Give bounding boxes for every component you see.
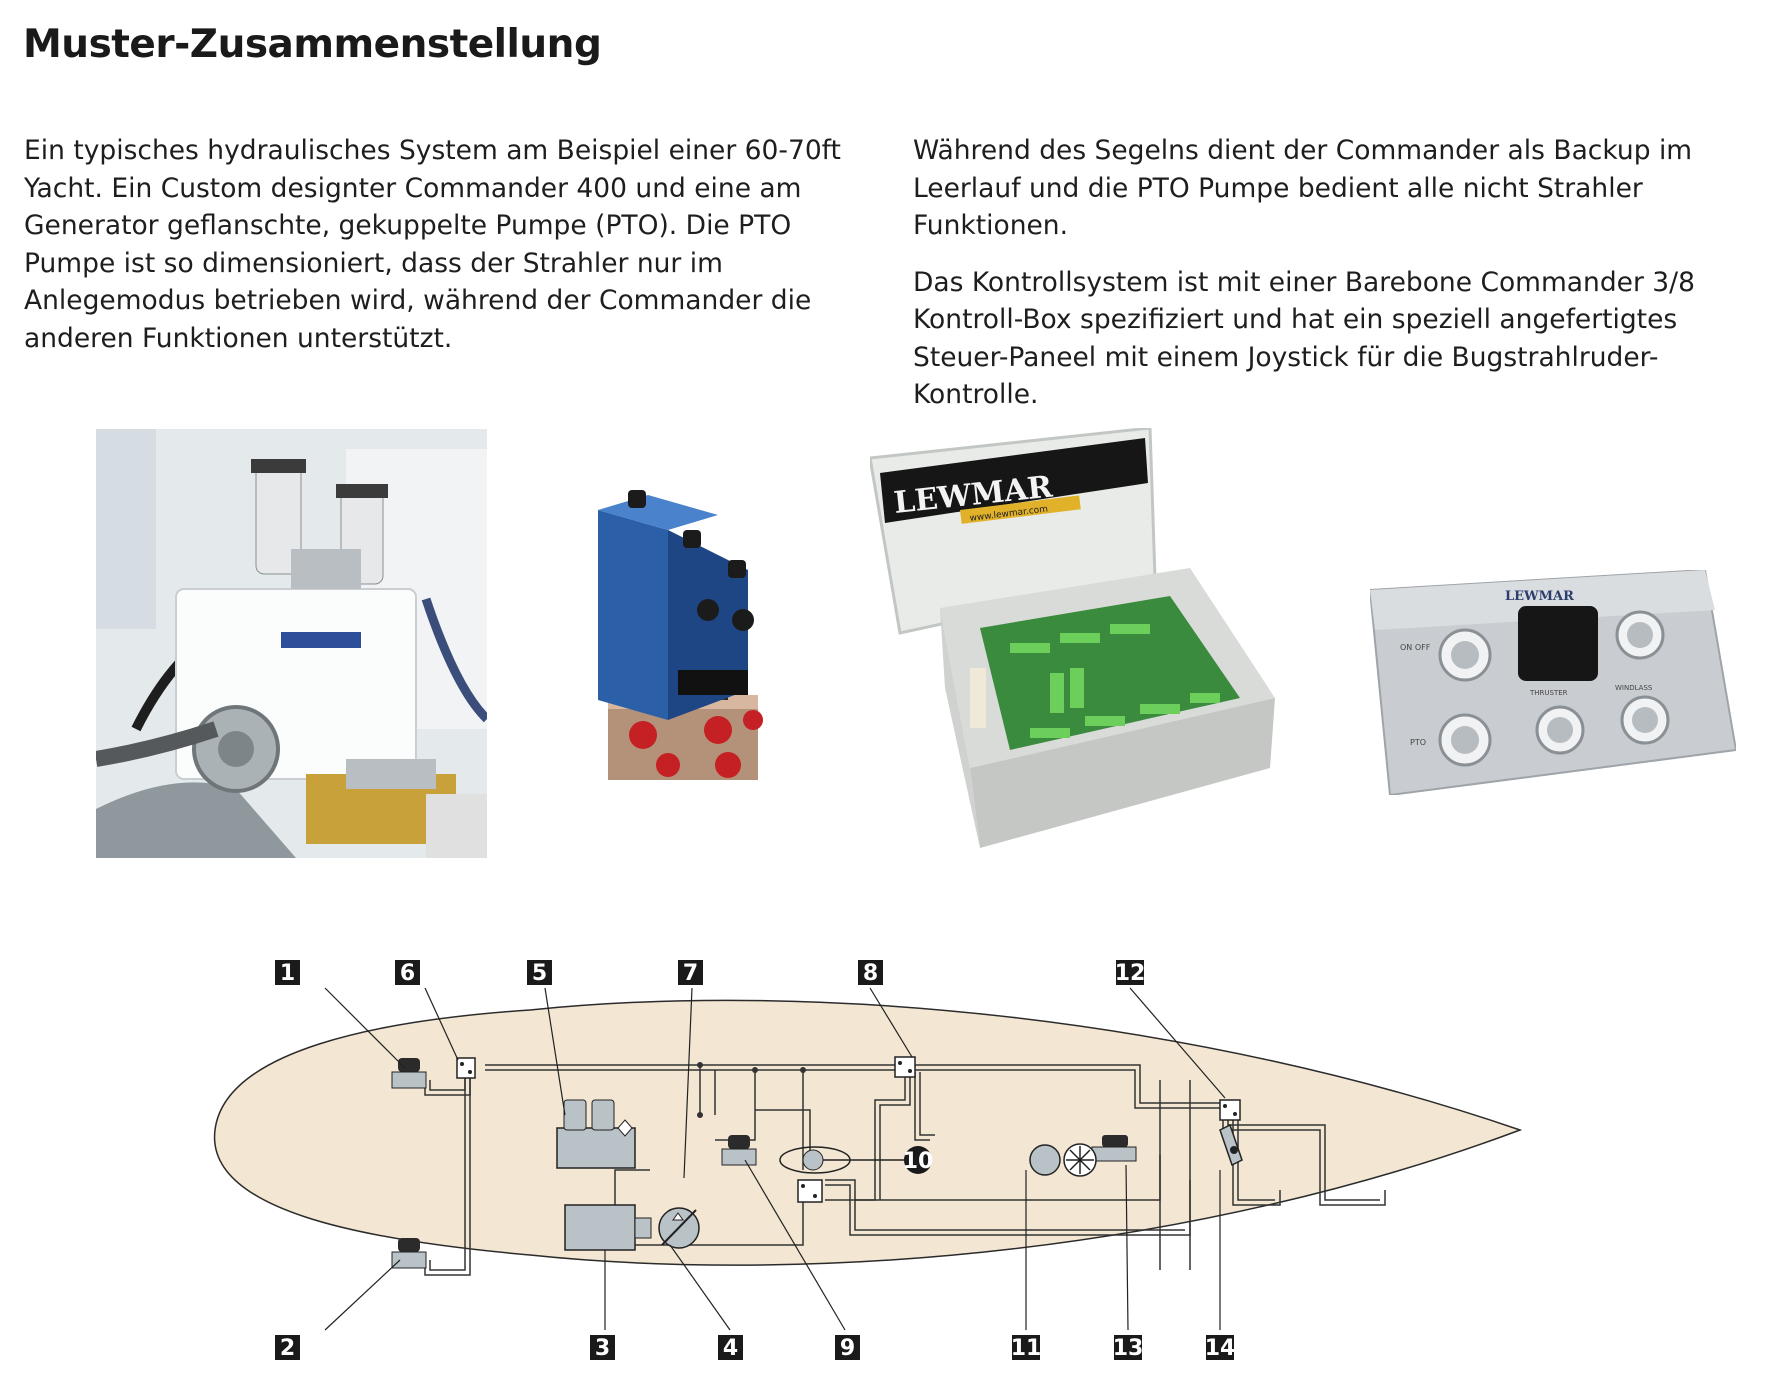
generator-pto-icon	[564, 1204, 700, 1251]
hull-outline	[213, 999, 1523, 1266]
intro-paragraph: Ein typisches hydraulisches System am Be…	[24, 135, 841, 354]
label-10: 10	[903, 1149, 934, 1174]
callout-badges: 1 2 3 4 5 6 7 8 9 10 11 12 13 1	[275, 960, 1236, 1361]
label-9: 9	[840, 1336, 855, 1360]
label-6: 6	[400, 961, 415, 986]
label-3: 3	[595, 1336, 610, 1360]
label-11: 11	[1011, 1336, 1042, 1360]
label-14: 14	[1205, 1336, 1236, 1360]
label-2: 2	[280, 1336, 295, 1360]
page-title: Muster-Zusammenstellung	[23, 22, 602, 67]
label-4: 4	[723, 1336, 738, 1360]
intro-column-left: Ein typisches hydraulisches System am Be…	[24, 132, 884, 376]
intro-column-right: Während des Segelns dient der Commander …	[913, 132, 1753, 433]
hydraulic-schematic: 1 2 3 4 5 6 7 8 9 10 11 12 13 1	[200, 960, 1540, 1361]
valve-block-photo	[588, 490, 788, 790]
control-system-paragraph: Das Kontrollsystem ist mit einer Barebon…	[913, 266, 1695, 411]
label-13: 13	[1113, 1336, 1144, 1360]
panel-label-windlass: WINDLASS	[1615, 684, 1653, 692]
sailing-paragraph: Während des Segelns dient der Commander …	[913, 135, 1693, 241]
power-pack-icon	[556, 1099, 636, 1169]
engine-room-photo	[96, 429, 487, 858]
panel-label-pto: PTO	[1410, 738, 1426, 747]
label-5: 5	[532, 961, 547, 986]
label-12: 12	[1115, 961, 1146, 986]
label-1: 1	[280, 961, 295, 986]
label-7: 7	[683, 961, 698, 986]
panel-buttons	[1438, 610, 1670, 767]
panel-logo: LEWMAR	[1505, 589, 1574, 604]
panel-label-onoff: ON OFF	[1400, 643, 1431, 652]
winch-icons	[391, 1058, 1137, 1269]
label-8: 8	[863, 961, 878, 986]
panel-label-thruster: THRUSTER	[1529, 689, 1568, 697]
control-box-photo: LEWMAR www.lewmar.com	[868, 426, 1280, 858]
control-panel-photo: LEWMAR ON OFF PTO THRUSTER WINDLASS	[1368, 568, 1738, 797]
